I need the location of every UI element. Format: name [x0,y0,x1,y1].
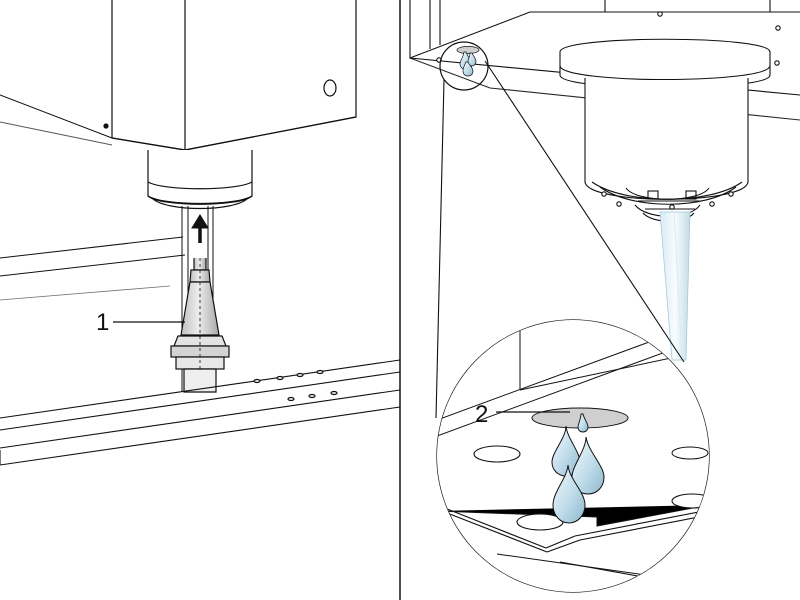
right-spindle-assembly [409,0,800,222]
coolant-stream [659,211,691,361]
callout-label-2: 2 [475,401,489,428]
source-oil-spot [456,46,480,77]
magnified-oil-drops [531,407,629,524]
callout-label-1: 1 [96,309,110,336]
up-arrow-icon [191,214,209,243]
tool-holder [170,258,230,393]
left-spindle-assembly [0,0,401,466]
